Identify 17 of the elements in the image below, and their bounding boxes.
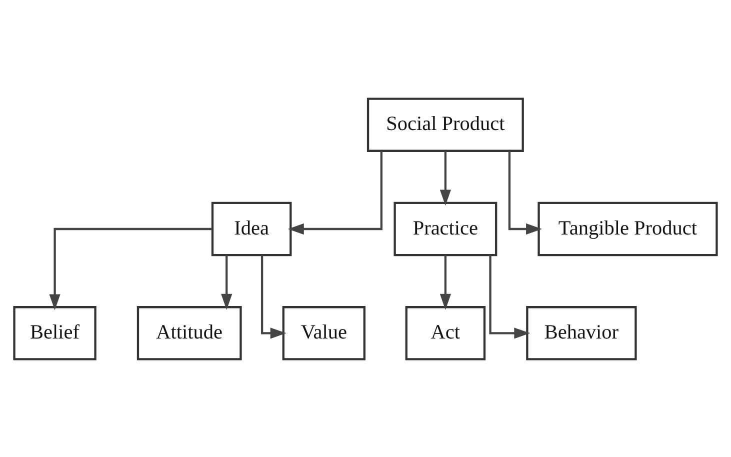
arrow [49,227,212,310]
arrow [221,254,232,310]
node-box: Act [405,306,486,360]
arrow [260,254,286,338]
node-box: Attitude [136,306,242,360]
arrow [288,150,382,234]
node-box: Idea [211,201,292,256]
arrow [489,254,530,338]
node-box: Value [282,306,366,360]
arrow [440,254,452,310]
node-box: Tangible Product [538,201,718,256]
arrow [508,150,542,234]
arrow [440,150,452,206]
node-box: Belief [13,306,96,360]
node-box: Practice [394,201,498,256]
node-box: Behavior [526,306,637,360]
node-box: Social Product [366,97,524,152]
